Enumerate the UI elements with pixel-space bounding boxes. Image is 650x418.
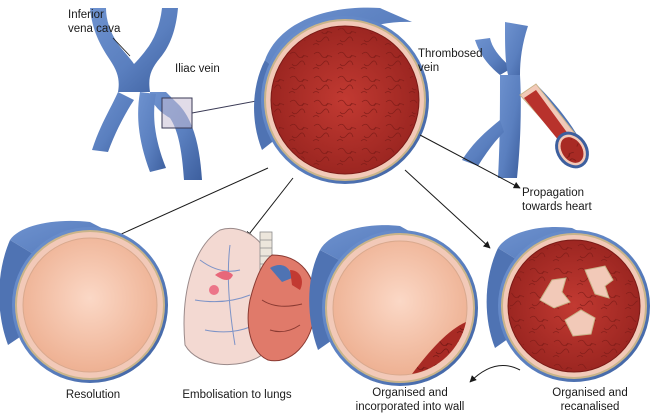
label-inferior-vena-cava: Inferior vena cava [68,8,120,36]
label-propagation: Propagation towards heart [522,186,592,214]
iliac-vein-tree [90,8,263,180]
label-organised-wall: Organised and incorporated into wall [356,386,465,414]
lungs-heart-illustration [183,227,316,366]
label-recanalised-line1: Organised and [552,387,628,399]
process-arrows [107,134,521,383]
label-embolisation: Embolisation to lungs [182,389,292,401]
label-recanalised-line2: recanalised [560,401,620,413]
recanalised-section [486,226,650,382]
thrombosed-vein-section [254,7,429,184]
label-thrombosed-line1: Thrombosed [418,48,483,60]
label-ivc-line2: vena cava [68,23,121,35]
label-recanalised: Organised and recanalised [552,386,627,414]
label-thrombosed-line2: vein [418,62,440,74]
label-ivc-line1: Inferior [68,9,104,21]
resolution-section [0,220,168,383]
label-iliac-vein: Iliac vein [175,63,220,75]
label-resolution: Resolution [65,389,121,401]
propagation-vein-tree [462,22,589,178]
label-propagation-line1: Propagation [522,187,585,199]
label-organised-wall-line1: Organised and [372,387,448,399]
label-propagation-line2: towards heart [522,201,592,213]
label-thrombosed-vein: Thrombosed vein [418,47,483,75]
organised-wall-section [309,225,478,386]
label-organised-wall-line2: incorporated into wall [355,401,465,413]
